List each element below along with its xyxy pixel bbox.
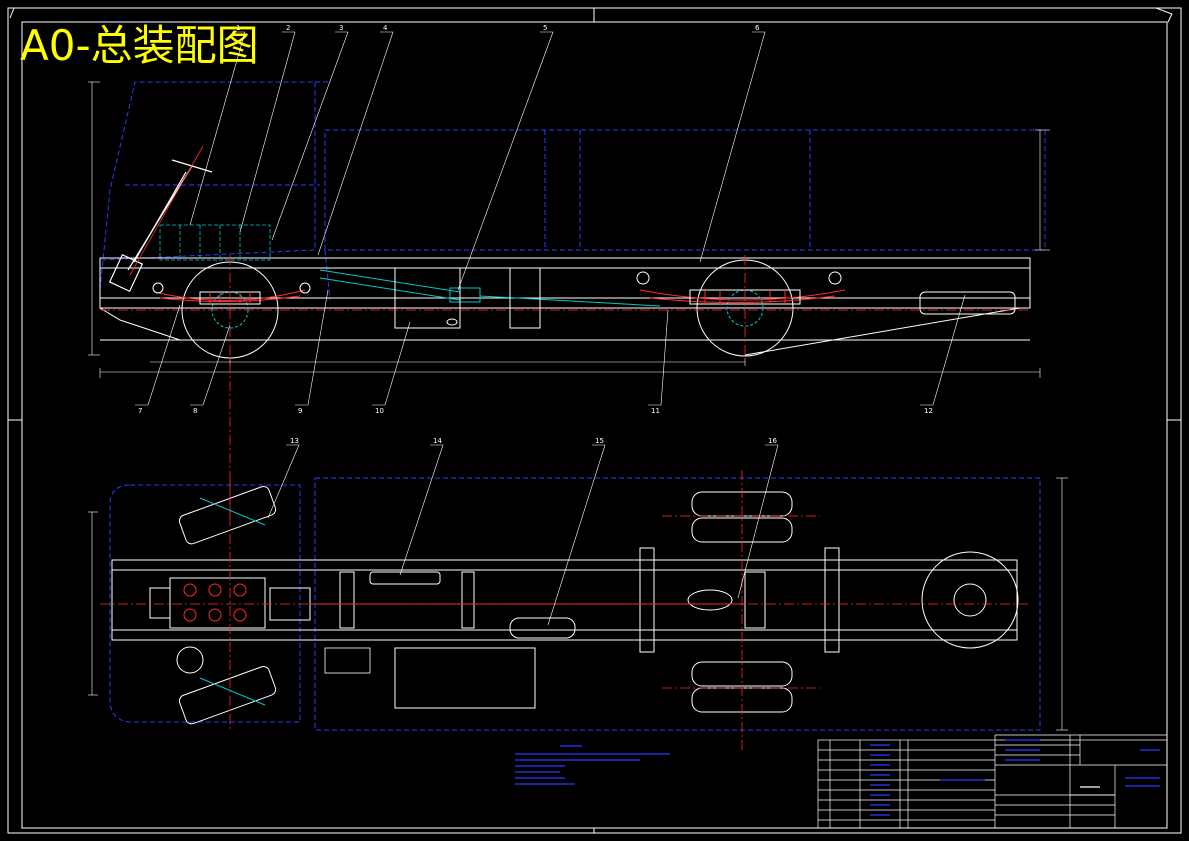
- plan-view: [88, 470, 1068, 750]
- callout-13: 13: [290, 437, 299, 445]
- rear-leaf-spring: [639, 289, 846, 305]
- side-frame-rail: [99, 257, 1031, 356]
- spare-wheel: [921, 551, 1019, 649]
- callout-15: 15: [595, 437, 604, 445]
- plan-frame-rails: [111, 547, 1018, 653]
- cab-hidden-outline: [99, 81, 1046, 301]
- callout-11: 11: [651, 407, 660, 415]
- steering-shaft-red: [129, 145, 204, 276]
- callout-7: 7: [138, 407, 142, 415]
- technical-notes: [515, 745, 670, 785]
- side-drive-shaft: [319, 269, 661, 307]
- callout-6: 6: [755, 24, 760, 32]
- side-dimension-lines: [88, 81, 1050, 378]
- callout-2: 2: [286, 24, 290, 32]
- steering-wheel-plan: [176, 646, 204, 674]
- title-block: [817, 734, 1168, 829]
- engine-block: [149, 577, 311, 629]
- plan-front-wheel-left: [178, 486, 277, 545]
- callout-14: 14: [433, 437, 442, 445]
- callout-1: 1: [236, 24, 240, 32]
- callout-3: 3: [339, 24, 343, 32]
- plan-tanks: [369, 571, 733, 639]
- callout-labels: 1 2 3 4 5 6 7 8 9 10 11 12 13 14 15 16: [138, 24, 933, 445]
- spring-shackles: [152, 271, 842, 294]
- steering-column: [108, 159, 213, 293]
- battery-box: [324, 647, 371, 674]
- callout-8: 8: [193, 407, 197, 415]
- callout-5: 5: [543, 24, 547, 32]
- callout-12: 12: [924, 407, 933, 415]
- sheet-border: [7, 7, 1182, 834]
- plan-dimension-lines: [88, 477, 1068, 731]
- side-fuel-tank: [394, 267, 1016, 329]
- title-block-text-placeholders: [870, 739, 1160, 816]
- plan-front-wheel-right: [178, 666, 277, 725]
- plan-fuel-tank: [394, 647, 536, 709]
- side-center-lines: [100, 255, 1030, 520]
- plan-center-lines: [100, 470, 1030, 750]
- callout-16: 16: [768, 437, 777, 445]
- side-view: [88, 81, 1050, 520]
- callout-9: 9: [298, 407, 302, 415]
- leader-lines: [135, 31, 966, 626]
- drawing-title: A0-总装配图: [20, 21, 259, 70]
- callout-10: 10: [375, 407, 384, 415]
- callout-4: 4: [383, 24, 388, 32]
- cab-seat-outline: [159, 224, 271, 261]
